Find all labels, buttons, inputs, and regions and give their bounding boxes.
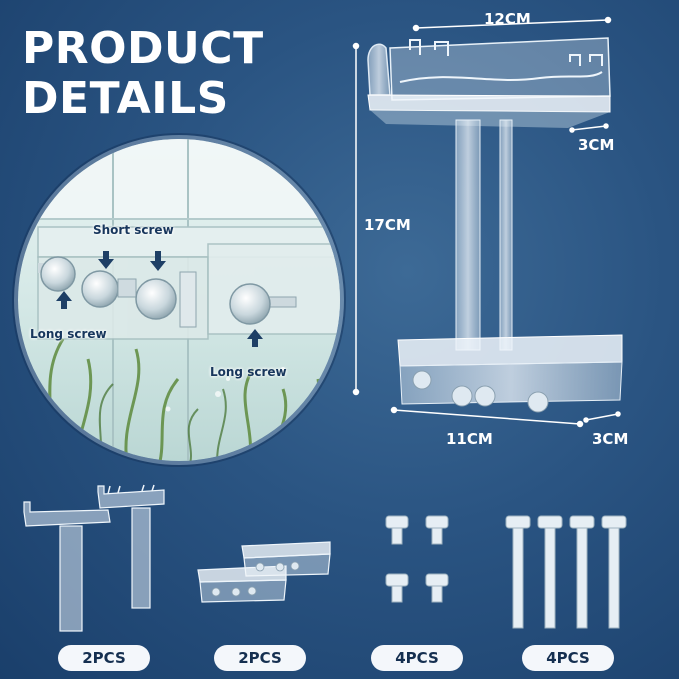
- clamp-base-icon: [197, 541, 331, 603]
- page-title: PRODUCT DETAILS: [22, 24, 264, 124]
- dim-height: 17CM: [364, 216, 411, 234]
- short-screw-icon: [385, 515, 449, 603]
- top-tray-icon: [367, 37, 611, 128]
- vertical-stem-icon: [455, 119, 513, 351]
- bottom-clamp-icon: [397, 334, 623, 413]
- title-line-1: PRODUCT: [22, 23, 264, 74]
- dim-bottom-depth: 3CM: [592, 430, 629, 448]
- qty-badge-clamp: 2PCS: [214, 645, 306, 671]
- qty-badge-long-screw: 4PCS: [522, 645, 614, 671]
- holder-dimension-diagram: [352, 16, 623, 428]
- long-screw-label-right: Long screw: [210, 365, 287, 379]
- dim-top-width: 12CM: [484, 10, 531, 28]
- long-screw-icon: [505, 515, 627, 629]
- title-line-2: DETAILS: [22, 73, 229, 124]
- short-screw-label: Short screw: [93, 223, 174, 237]
- dim-top-depth: 3CM: [578, 136, 615, 154]
- long-screw-label-left: Long screw: [30, 327, 107, 341]
- closeup-photo: Short screw Long screw Long screw: [14, 135, 344, 465]
- qty-badge-short-screw: 4PCS: [371, 645, 463, 671]
- t-holder-icon: [23, 484, 165, 632]
- dim-bottom-width: 11CM: [446, 430, 493, 448]
- aquarium-closeup-illustration: [18, 139, 340, 461]
- qty-badge-holder: 2PCS: [58, 645, 150, 671]
